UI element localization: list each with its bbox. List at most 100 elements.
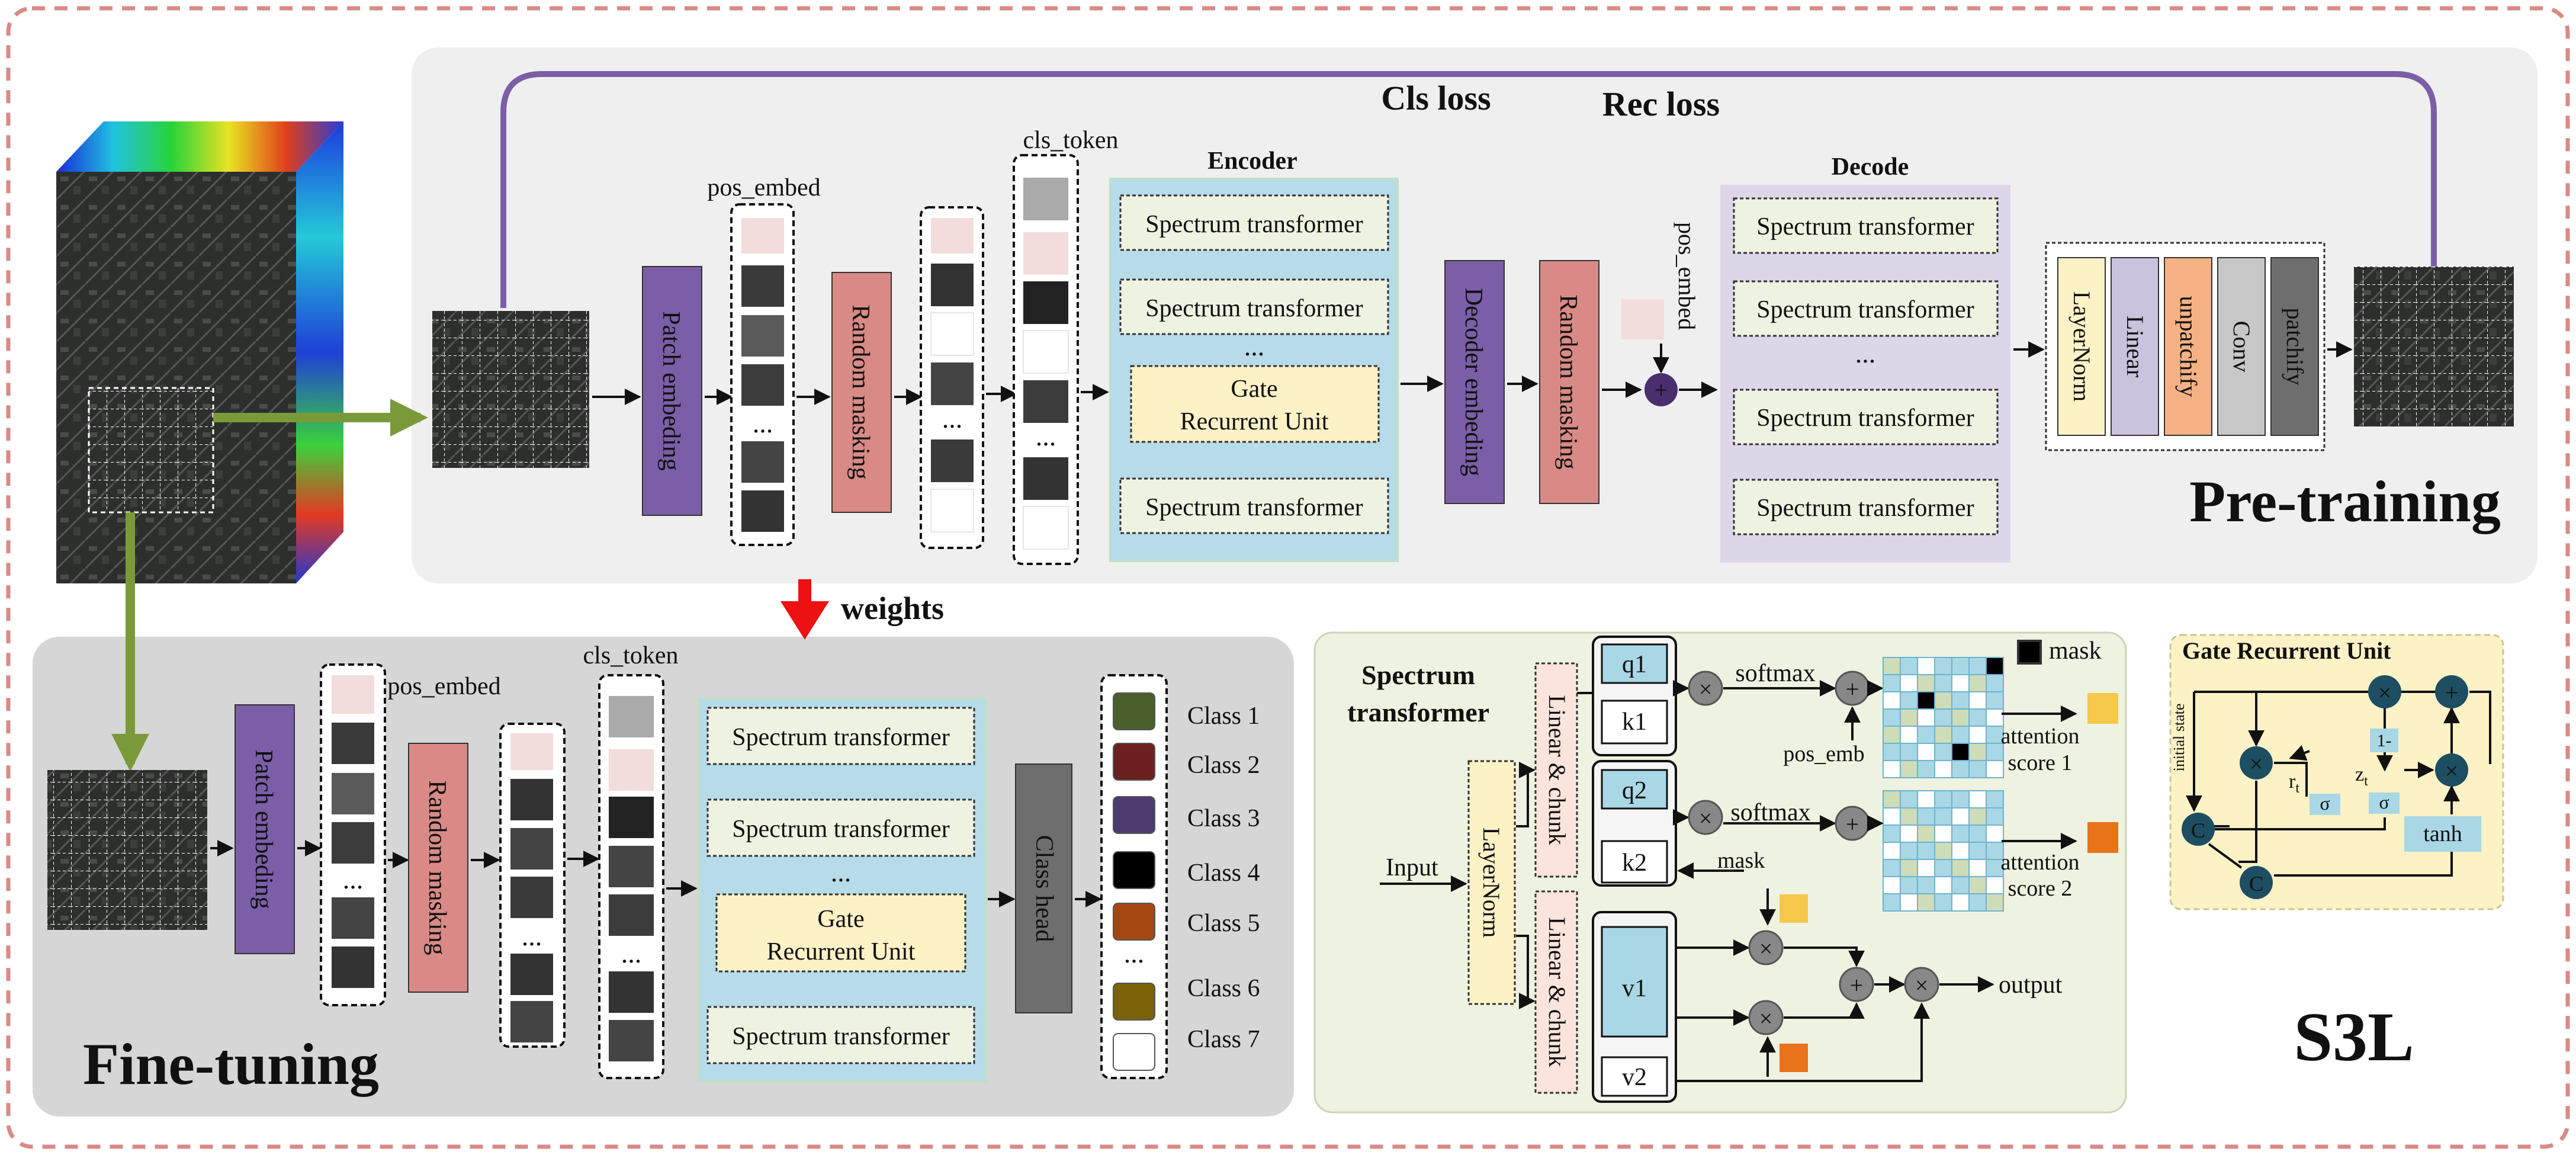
attention-cell bbox=[1917, 790, 1935, 808]
fine-block-ellipsis: ... bbox=[831, 857, 852, 887]
softmax-2-label: softmax bbox=[1730, 799, 1810, 826]
attention-cell bbox=[1986, 807, 2004, 826]
pre-cls-token-label: cls_token bbox=[1023, 127, 1119, 154]
recon-patchify bbox=[2270, 257, 2319, 436]
attention-cell bbox=[1934, 657, 1952, 675]
att-score-2-line2: score 2 bbox=[2008, 876, 2073, 901]
s3l-title: S3L bbox=[2294, 998, 2414, 1076]
mult-node-v1 bbox=[1748, 930, 1784, 965]
linear-chunk-1 bbox=[1534, 662, 1578, 878]
svg-text:×: × bbox=[1915, 972, 1929, 999]
weights-label: weights bbox=[841, 591, 944, 626]
attention-cell bbox=[1968, 842, 1987, 860]
attention-cell bbox=[1883, 876, 1901, 894]
svg-text:v2: v2 bbox=[1622, 1064, 1647, 1091]
gru-initial-state-label: initial state bbox=[2170, 704, 2188, 772]
pre-pos-embed-label: pos_embed bbox=[707, 174, 820, 201]
gru-diagram bbox=[2186, 684, 2491, 877]
encoder-title: Encoder bbox=[1207, 147, 1297, 175]
spectrum-layernorm-label: LayerNorm bbox=[1478, 827, 1505, 938]
class-label: Class 7 bbox=[1187, 1026, 1260, 1053]
svg-text:C: C bbox=[2249, 872, 2263, 896]
attention-cell bbox=[1900, 876, 1918, 894]
attention-cell bbox=[1900, 824, 1918, 843]
gru-sigma-z bbox=[2369, 793, 2400, 814]
pre-patch-embedding bbox=[642, 266, 702, 516]
gru-mult-3 bbox=[2435, 753, 2468, 787]
attention-cell bbox=[1951, 824, 1970, 843]
svg-text:×: × bbox=[1759, 935, 1773, 962]
attention-cell bbox=[1986, 726, 2004, 744]
attention-cell bbox=[1883, 726, 1901, 744]
attention-cell bbox=[1934, 842, 1952, 860]
svg-text:Conv: Conv bbox=[2228, 321, 2255, 373]
svg-text:zt: zt bbox=[2355, 763, 2368, 789]
attention-cell bbox=[1968, 726, 1987, 744]
attention-cell bbox=[1883, 760, 1901, 778]
attention-cell bbox=[1951, 708, 1970, 727]
class-label: Class 4 bbox=[1187, 859, 1260, 887]
attention-cell bbox=[1968, 807, 1987, 826]
class-swatch bbox=[1113, 851, 1155, 889]
attention-cell bbox=[1934, 893, 1952, 912]
attention-cell bbox=[1951, 807, 1970, 826]
fine-block-2 bbox=[706, 798, 975, 857]
svg-text:+: + bbox=[1655, 377, 1668, 403]
attention-cell bbox=[1986, 657, 2004, 675]
attention-cell bbox=[1934, 807, 1952, 826]
attention-cell bbox=[1883, 807, 1901, 826]
pre-pos-ellipsis: ... bbox=[753, 408, 773, 438]
att-score-1-line2: score 1 bbox=[2008, 750, 2073, 775]
v-group: v1 v2 bbox=[1592, 911, 1677, 1103]
attention-cell bbox=[1934, 876, 1952, 894]
fine-block-1 bbox=[706, 707, 975, 765]
attention-cell bbox=[1986, 876, 2004, 894]
svg-text:σ: σ bbox=[2379, 791, 2389, 813]
pre-masked-tokens bbox=[930, 218, 974, 532]
attention-cell bbox=[1883, 708, 1901, 727]
svg-text:patchify: patchify bbox=[2282, 307, 2308, 385]
pre-cls-ellipsis: ... bbox=[1036, 421, 1056, 451]
attention-cell bbox=[1934, 824, 1952, 843]
attention-cell bbox=[1968, 790, 1987, 808]
attention-cell bbox=[1986, 790, 2004, 808]
attention-cell bbox=[1951, 657, 1970, 675]
attention-cell bbox=[1951, 743, 1970, 761]
encoder-block-2 bbox=[1119, 278, 1389, 335]
fine-patch-embedding-label: Patch embeding bbox=[250, 749, 277, 909]
svg-text:+: + bbox=[1850, 972, 1864, 999]
attention-cell bbox=[1986, 691, 2004, 710]
attention-cell bbox=[1883, 657, 1901, 675]
mask-legend-label: mask bbox=[2049, 637, 2102, 665]
attention-cell bbox=[1900, 893, 1918, 912]
fine-block-2-label: Spectrum transformer bbox=[732, 816, 949, 843]
attention-cell bbox=[1917, 708, 1935, 727]
pre-cls-tokens bbox=[1023, 178, 1069, 550]
fine-pos-ellipsis: ... bbox=[343, 864, 364, 894]
fine-pos-tokens bbox=[332, 675, 374, 988]
fine-masked-ellipsis: ... bbox=[522, 921, 542, 951]
qk-group-1: q1 k1 bbox=[1592, 636, 1677, 756]
svg-text:Linear: Linear bbox=[2122, 316, 2148, 377]
linear-chunk-2 bbox=[1534, 890, 1578, 1094]
class-swatches bbox=[1113, 692, 1155, 1071]
attention-cell bbox=[1951, 876, 1970, 894]
svg-text:×: × bbox=[1759, 1005, 1773, 1032]
gru-add bbox=[2435, 675, 2468, 708]
fine-masked-tokens bbox=[510, 733, 553, 1042]
recon-linear bbox=[2111, 257, 2159, 436]
attention-cell bbox=[1986, 859, 2004, 877]
gru-mult-1 bbox=[2368, 675, 2401, 708]
class-swatch bbox=[1113, 796, 1155, 834]
decoder-embedding-label: Decoder embeding bbox=[1460, 288, 1487, 476]
attention-cell bbox=[1917, 824, 1935, 843]
attention-cell bbox=[1968, 708, 1987, 727]
rec-loss-label: Rec loss bbox=[1602, 85, 1720, 123]
fine-block-1-label: Spectrum transformer bbox=[732, 724, 949, 751]
fine-gru-line2: Recurrent Unit bbox=[767, 938, 916, 965]
svg-text:LayerNorm: LayerNorm bbox=[2068, 291, 2095, 402]
class-label: Class 2 bbox=[1187, 752, 1260, 779]
softmax-1-label: softmax bbox=[1735, 660, 1815, 687]
spectrum-title-line1: Spectrum bbox=[1361, 660, 1475, 690]
class-label: Class 5 bbox=[1187, 910, 1260, 937]
